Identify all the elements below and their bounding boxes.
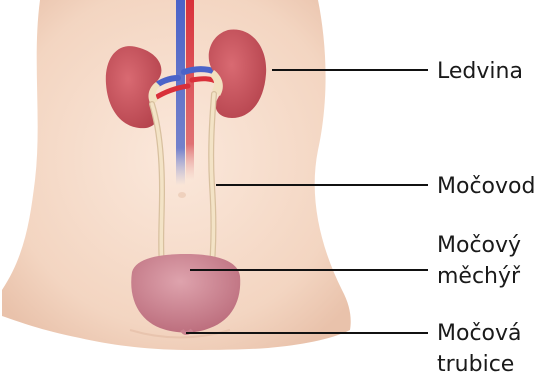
urethra-label-line1: Močová: [437, 321, 522, 346]
bladder-label-line2: měchýř: [437, 264, 521, 289]
right-renal-vein: [184, 69, 216, 72]
vena-cava: [176, 0, 185, 185]
aorta: [186, 0, 194, 180]
bladder-label-line1: Močový: [437, 233, 521, 258]
navel: [178, 192, 186, 198]
ureter-label: Močovod: [437, 174, 535, 199]
urethra-label-line2: trubice: [437, 352, 514, 377]
kidney-label: Ledvina: [437, 59, 523, 84]
